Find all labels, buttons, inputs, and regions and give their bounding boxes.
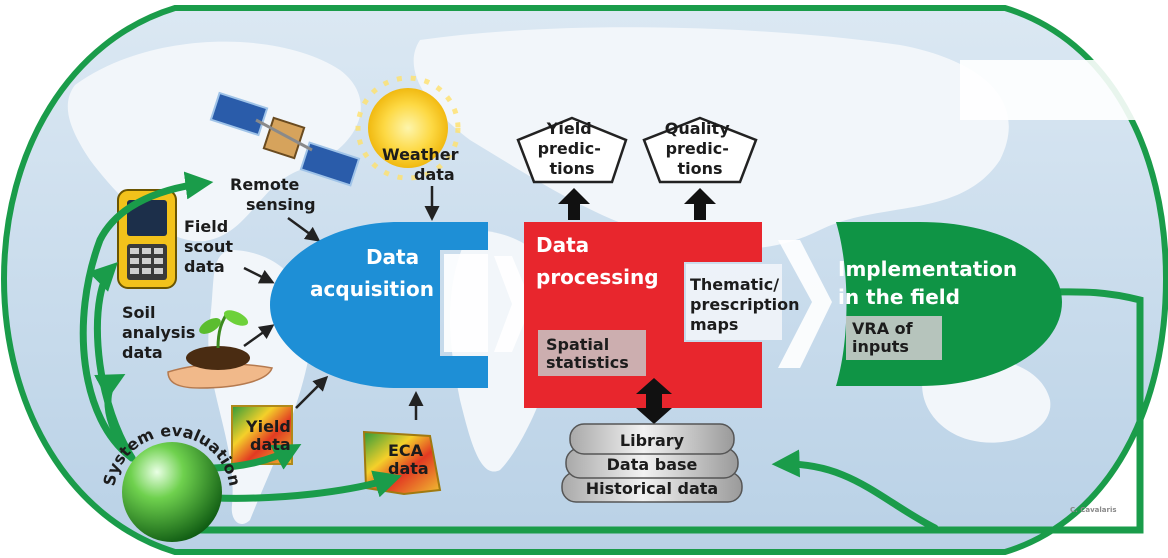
quality-predictions-output: Quality predic- tions: [642, 116, 758, 184]
soil-analysis-data-label: Soil analysis data: [122, 303, 201, 362]
processing-storage-arrow: [636, 378, 672, 424]
vra-of-inputs-label: VRA of inputs: [852, 319, 918, 356]
library-label: Library: [620, 431, 685, 450]
yield-data-label: Yield data: [245, 417, 296, 454]
sun-icon: [355, 75, 461, 181]
credit-label: C. Cavalaris: [1070, 506, 1117, 514]
yield-predictions-label: Yield predic- tions: [538, 119, 607, 178]
implementation-stage: Implementation in the field VRA of input…: [836, 222, 1062, 386]
remote-sensing-label: Remote sensing: [230, 175, 316, 214]
data-acquisition-stage: Data acquisition: [270, 222, 488, 388]
historical-data-label: Historical data: [586, 479, 718, 498]
quality-predictions-label: Quality predic- tions: [665, 119, 735, 178]
weather-data-label: Weather data: [382, 145, 464, 184]
satellite-icon: [209, 91, 361, 187]
soil-hand-icon: [167, 310, 273, 389]
data-storage-stack: Library Data base Historical data: [561, 423, 743, 503]
flow-arrow-processing-to-implementation: [778, 240, 832, 368]
data-processing-stage: Data processing Spatial statistics Thema…: [524, 222, 805, 408]
gps-device-icon: [117, 189, 177, 289]
input-arrows: [243, 186, 440, 420]
data-base-label: Data base: [607, 455, 698, 474]
thematic-prescription-maps-label: Thematic/ prescription maps: [690, 275, 805, 334]
data-processing-label: Data processing: [536, 233, 659, 289]
flow-arrow-acquisition-to-processing: [494, 256, 532, 352]
output-arrows: [558, 188, 716, 220]
field-scout-data-label: Field scout data: [184, 217, 239, 276]
data-acquisition-label: Data acquisition: [310, 245, 434, 301]
yield-predictions-output: Yield predic- tions: [516, 116, 628, 184]
spatial-statistics-label: Spatial statistics: [546, 335, 629, 372]
eca-data-label: ECA data: [388, 441, 429, 478]
implementation-label: Implementation in the field: [838, 257, 1024, 309]
